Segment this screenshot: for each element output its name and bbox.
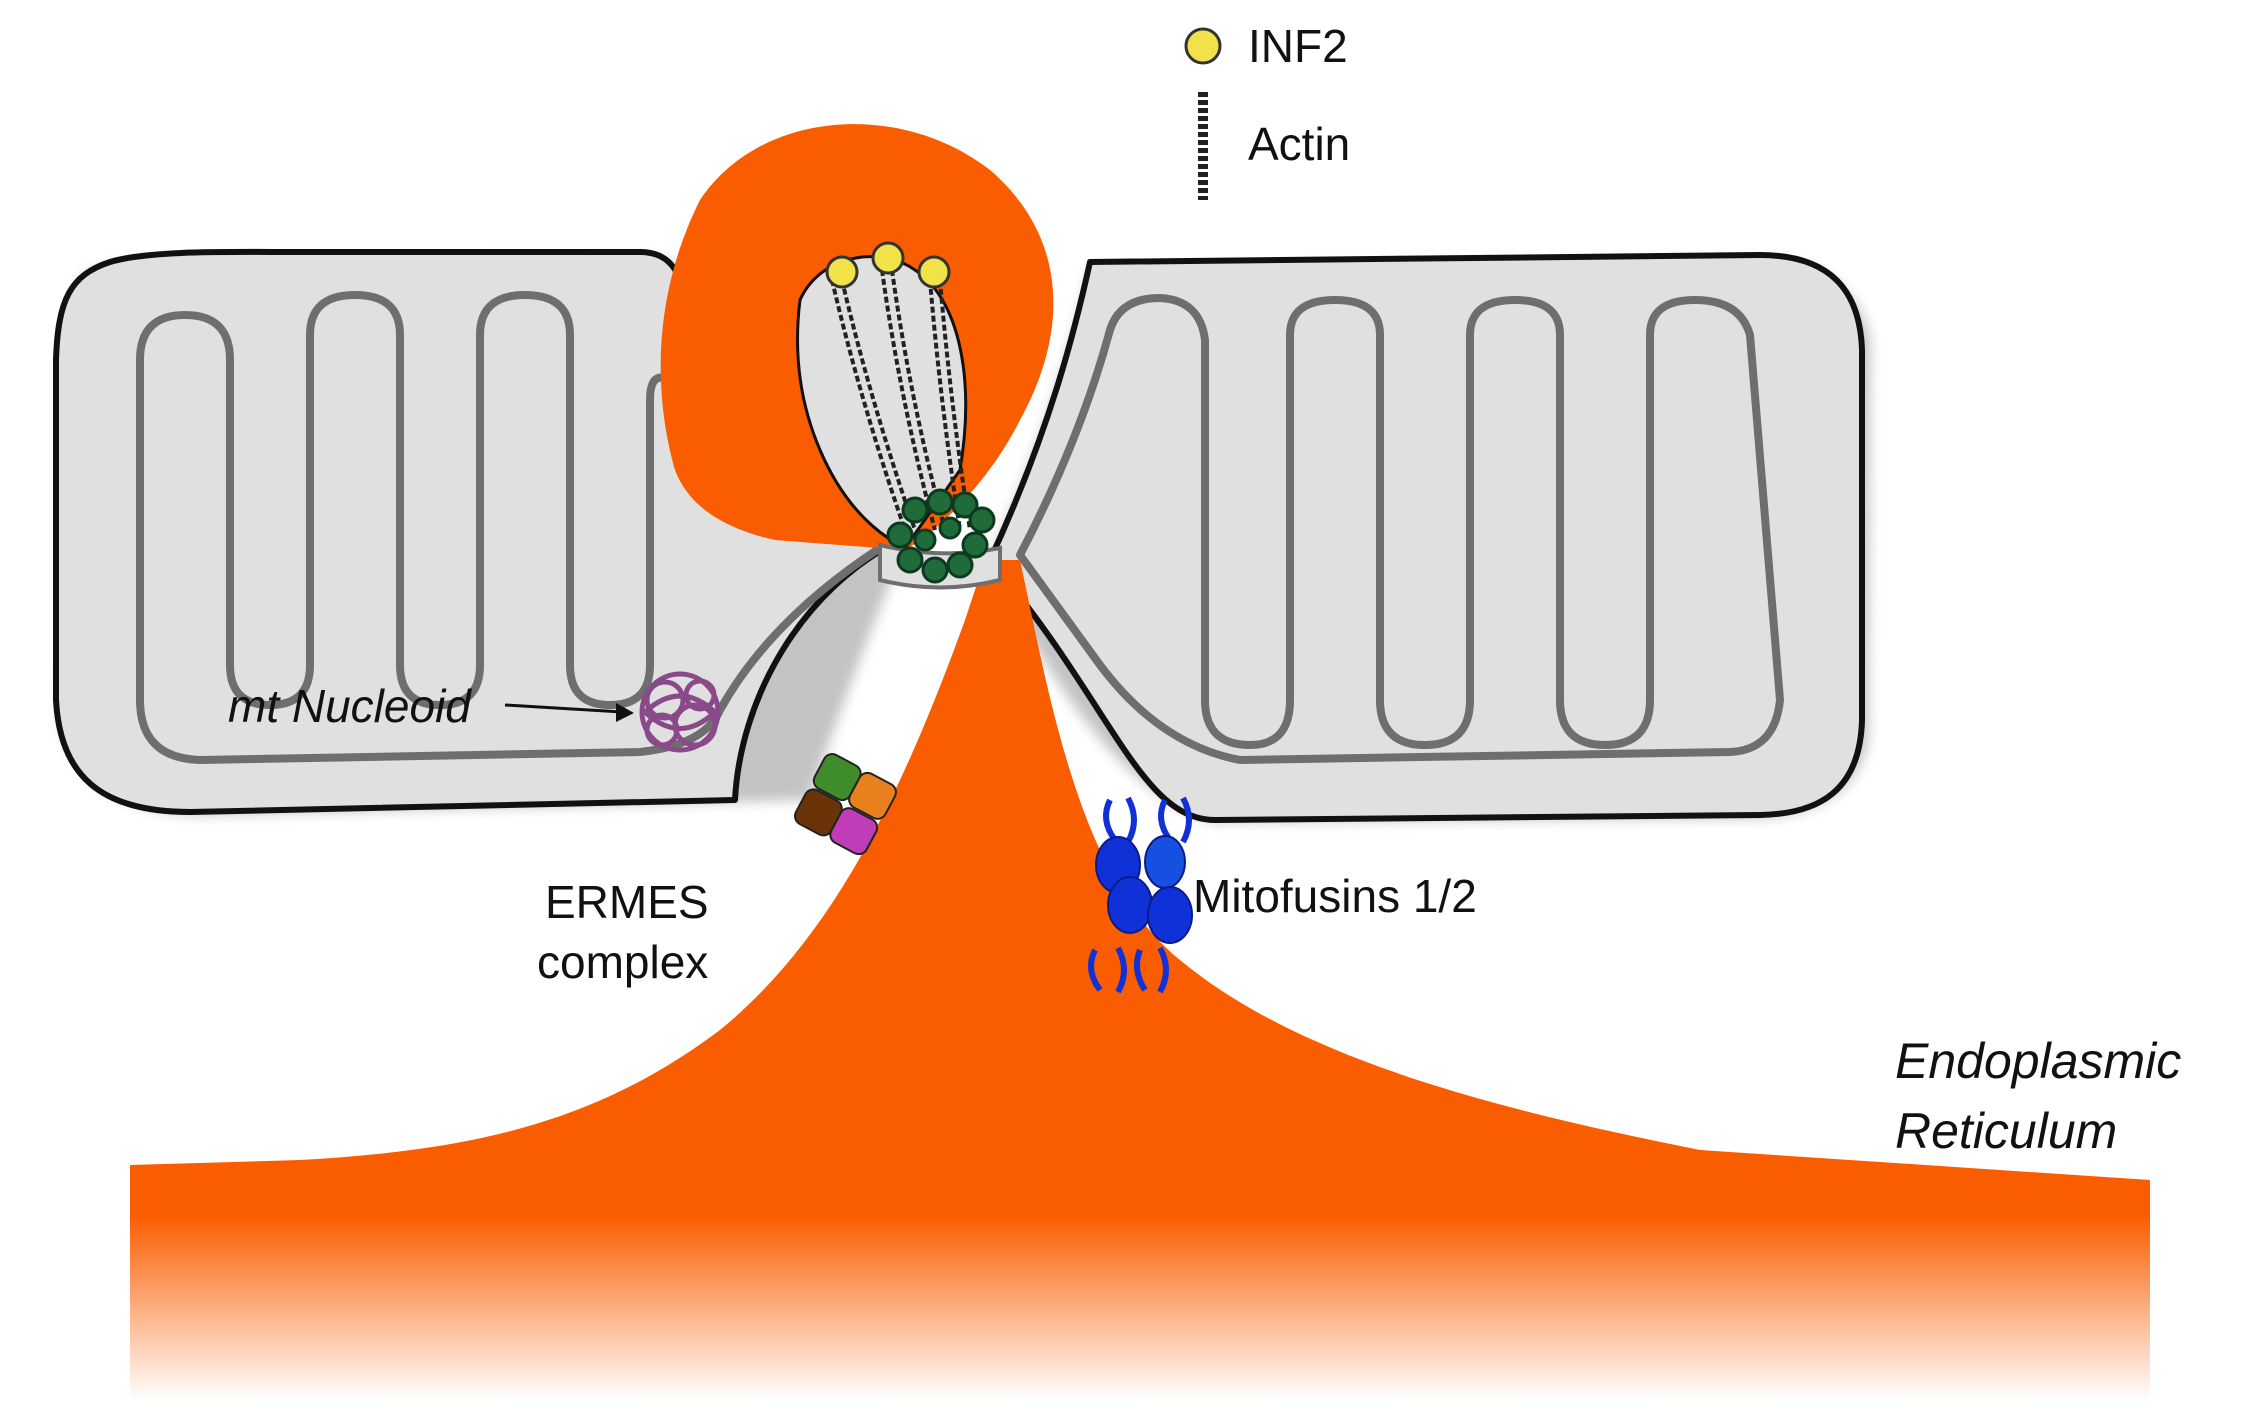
actin-filaments bbox=[830, 269, 972, 531]
inf2-legend-icon bbox=[1184, 27, 1222, 65]
nucleoid-arrow bbox=[504, 703, 634, 722]
er-label-line1: Endoplasmic bbox=[1895, 1033, 2181, 1089]
mt-nucleoid-label: mt Nucleoid bbox=[228, 680, 472, 732]
ermes-label-line1: ERMES bbox=[545, 876, 709, 928]
constriction-ring bbox=[886, 488, 996, 584]
er-label-line2: Reticulum bbox=[1895, 1103, 2117, 1159]
mitofusins-icon bbox=[1088, 796, 1193, 994]
right-cristae bbox=[1016, 294, 1784, 764]
mt-nucleoid-icon bbox=[639, 671, 721, 753]
right-mitochondrion bbox=[987, 252, 1865, 823]
ermes-complex-icon bbox=[794, 753, 897, 856]
inf2-legend-label: INF2 bbox=[1248, 20, 1348, 72]
ermes-label-line2: complex bbox=[537, 936, 708, 988]
actin-legend-label: Actin bbox=[1248, 118, 1350, 170]
mitofusins-label: Mitofusins 1/2 bbox=[1193, 870, 1477, 922]
legend: INF2 Actin bbox=[1184, 20, 1350, 200]
inf2-dots bbox=[825, 241, 951, 289]
left-cristae bbox=[136, 291, 884, 764]
